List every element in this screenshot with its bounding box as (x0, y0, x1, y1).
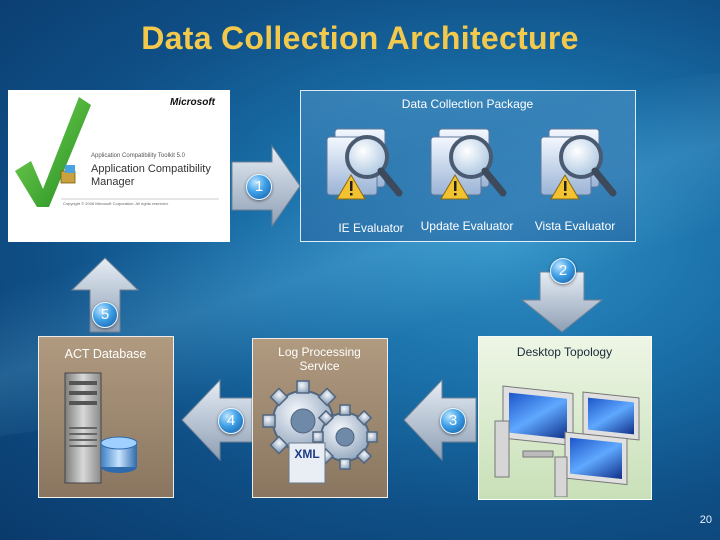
desktop-topology-panel: Desktop Topology (478, 336, 652, 500)
evaluator-icons (326, 128, 617, 200)
step-badge-2: 2 (550, 258, 576, 284)
page-number: 20 (699, 514, 712, 526)
log-processing-service-panel: Log Processing Service (252, 338, 388, 498)
log-processing-label-line2: Service (299, 359, 340, 373)
step-badge-4: 4 (218, 408, 244, 434)
step-badge-1: 1 (246, 174, 272, 200)
computer-monitor-icon (494, 385, 574, 478)
act-database-label: ACT Database (64, 347, 147, 361)
data-collection-package-label: Data Collection Package (401, 97, 534, 111)
acm-splash-screen: Microsoft Application Compatibility Tool… (8, 90, 230, 242)
splash-product-line: Application Compatibility Toolkit 5.0 (91, 153, 185, 159)
splash-brand: Microsoft (170, 97, 215, 108)
vista-evaluator-label: Vista Evaluator (534, 219, 616, 233)
desktop-topology-label: Desktop Topology (516, 345, 613, 359)
gear-icon (312, 404, 378, 470)
ie-evaluator-icon (326, 128, 403, 200)
act-database-panel: ACT Database (38, 336, 174, 498)
splash-copyright: Copyright © 2006 Microsoft Corporation. … (63, 201, 169, 206)
step-badge-3: 3 (440, 408, 466, 434)
step-badge-5: 5 (92, 302, 118, 328)
slide-title: Data Collection Architecture (141, 20, 579, 56)
ie-evaluator-label: IE Evaluator (338, 221, 404, 235)
update-evaluator-label: Update Evaluator (420, 219, 514, 233)
computer-monitor-icon (554, 431, 628, 497)
splash-product-name-2: Manager (91, 176, 135, 188)
server-database-icon (64, 372, 138, 484)
data-collection-package-panel: Data Collection Package (300, 90, 636, 242)
xml-label: XML (294, 447, 320, 461)
desktop-computers-icon (494, 385, 640, 497)
update-evaluator-icon (430, 128, 507, 200)
checkmark-logo (15, 97, 219, 207)
log-processing-label-line1: Log Processing (278, 345, 361, 359)
gears-xml-icon (262, 380, 378, 484)
vista-evaluator-icon (540, 128, 617, 200)
splash-product-name-1: Application Compatibility (91, 163, 211, 175)
